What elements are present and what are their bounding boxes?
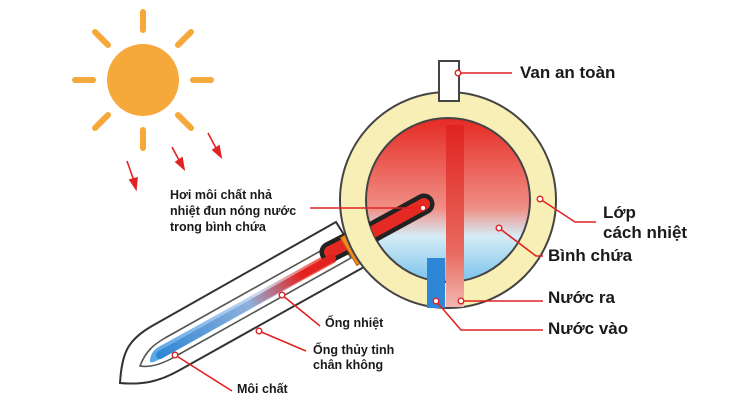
sun-ray-arrow-icon bbox=[126, 132, 223, 192]
label-water-out: Nước ra bbox=[548, 288, 615, 307]
label-tank: Bình chứa bbox=[548, 246, 633, 265]
label-vapor-line1: Hơi môi chất nhả bbox=[170, 188, 272, 202]
label-insulation-line1: Lớp bbox=[603, 203, 636, 222]
label-glass-tube-line2: chân không bbox=[313, 358, 384, 372]
label-heat-pipe: Ống nhiệt bbox=[325, 316, 384, 330]
label-water-in: Nước vào bbox=[548, 319, 629, 338]
label-vapor-line2: nhiệt đun nóng nước bbox=[170, 204, 297, 218]
cold-water-inlet-pipe bbox=[427, 258, 445, 308]
label-vapor-release: Hơi môi chất nhả nhiệt đun nóng nước tro… bbox=[170, 187, 296, 235]
safety-valve bbox=[438, 60, 460, 102]
label-glass-tube-line1: Ống thủy tinh bbox=[313, 343, 395, 357]
label-insulation: Lớp cách nhiệt bbox=[603, 203, 687, 243]
label-glass-tube: Ống thủy tinh chân không bbox=[313, 343, 394, 373]
label-safety-valve: Van an toàn bbox=[520, 63, 616, 82]
callout-dots bbox=[171, 69, 544, 359]
sun-icon bbox=[72, 9, 214, 151]
label-insulation-line2: cách nhiệt bbox=[603, 223, 688, 242]
callout-lines bbox=[174, 72, 596, 392]
label-vapor-line3: trong bình chứa bbox=[170, 220, 266, 234]
hot-water-outlet-pipe bbox=[446, 125, 464, 307]
label-medium: Môi chất bbox=[237, 382, 288, 396]
storage-tank bbox=[339, 60, 557, 309]
